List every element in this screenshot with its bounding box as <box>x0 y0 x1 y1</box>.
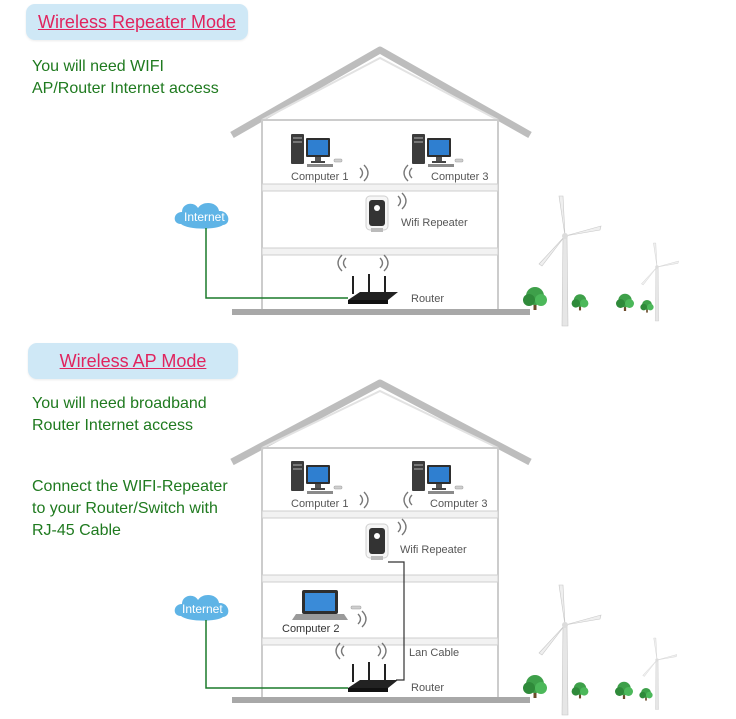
tree-icon <box>616 293 634 311</box>
wifi-signal-icon <box>337 254 347 272</box>
lan-cable <box>388 561 405 681</box>
internet-cable-1 <box>205 228 348 299</box>
router-label: Router <box>411 293 444 305</box>
tree-icon <box>639 687 653 701</box>
wifi-signal-icon <box>359 491 369 509</box>
section1-note-line1: You will need WIFI <box>32 58 164 75</box>
section2-connect-line2: to your Router/Switch with <box>32 500 218 517</box>
internet-label-1: Internet <box>184 210 225 224</box>
desktop-computer-icon <box>411 133 464 168</box>
wifi-signal-icon <box>397 192 407 210</box>
house-1 <box>230 46 532 315</box>
computer2-label: Computer 2 <box>282 623 339 635</box>
scenery-2 <box>523 584 678 716</box>
roof-1 <box>230 46 532 139</box>
computer3-label: Computer 3 <box>431 171 488 183</box>
wifi-router-icon <box>348 662 398 692</box>
section2-connect-line3: RJ-45 Cable <box>32 522 121 539</box>
wifi-signal-icon <box>379 254 389 272</box>
computer3-label-2: Computer 3 <box>430 498 487 510</box>
wifi-signal-icon <box>359 164 369 182</box>
wifi-signal-icon <box>403 491 413 509</box>
router-label-2: Router <box>411 682 444 694</box>
ground-2 <box>232 697 530 703</box>
section1-title-badge: Wireless Repeater Mode <box>26 4 248 40</box>
desktop-computer-icon <box>290 460 343 495</box>
repeater-label: Wifi Repeater <box>401 217 468 229</box>
house-2 <box>230 379 532 703</box>
internet-cable-2 <box>205 620 348 689</box>
tree-icon <box>523 675 547 698</box>
wifi-repeater-icon <box>365 195 389 233</box>
tree-icon <box>571 294 589 311</box>
internet-label-2: Internet <box>182 602 223 616</box>
section2-note-line2: Router Internet access <box>32 417 193 434</box>
section2-connect-line1: Connect the WIFI-Repeater <box>32 478 228 495</box>
desktop-computer-icon <box>411 460 464 495</box>
roof-2 <box>230 379 532 466</box>
section1-title: Wireless Repeater Mode <box>37 12 237 32</box>
wind-turbine-icon <box>538 195 602 327</box>
desktop-computer-icon <box>290 133 343 168</box>
section1-note-line2: AP/Router Internet access <box>32 80 219 97</box>
wifi-repeater-icon <box>365 523 389 561</box>
tree-icon <box>523 287 547 310</box>
wifi-router-icon <box>348 274 398 304</box>
wifi-signal-icon <box>397 518 407 536</box>
section2-title: Wireless AP Mode <box>59 351 207 371</box>
tree-icon <box>615 681 633 699</box>
wind-turbine-icon <box>642 637 678 710</box>
lan-cable-label: Lan Cable <box>409 647 459 659</box>
section2-title-badge: Wireless AP Mode <box>28 343 238 379</box>
computer1-label: Computer 1 <box>291 171 348 183</box>
wifi-signal-icon <box>357 610 367 628</box>
tree-icon <box>640 299 654 313</box>
usb-adapter-icon <box>350 605 362 610</box>
wind-turbine-icon <box>538 584 602 716</box>
computer1-label-2: Computer 1 <box>291 498 348 510</box>
wifi-signal-icon <box>403 164 413 182</box>
repeater-label-2: Wifi Repeater <box>400 544 467 556</box>
scenery-1 <box>523 195 679 327</box>
laptop-icon <box>292 590 348 620</box>
tree-icon <box>571 682 589 699</box>
section2-note-line1: You will need broadband <box>32 395 207 412</box>
ground-1 <box>232 309 530 315</box>
